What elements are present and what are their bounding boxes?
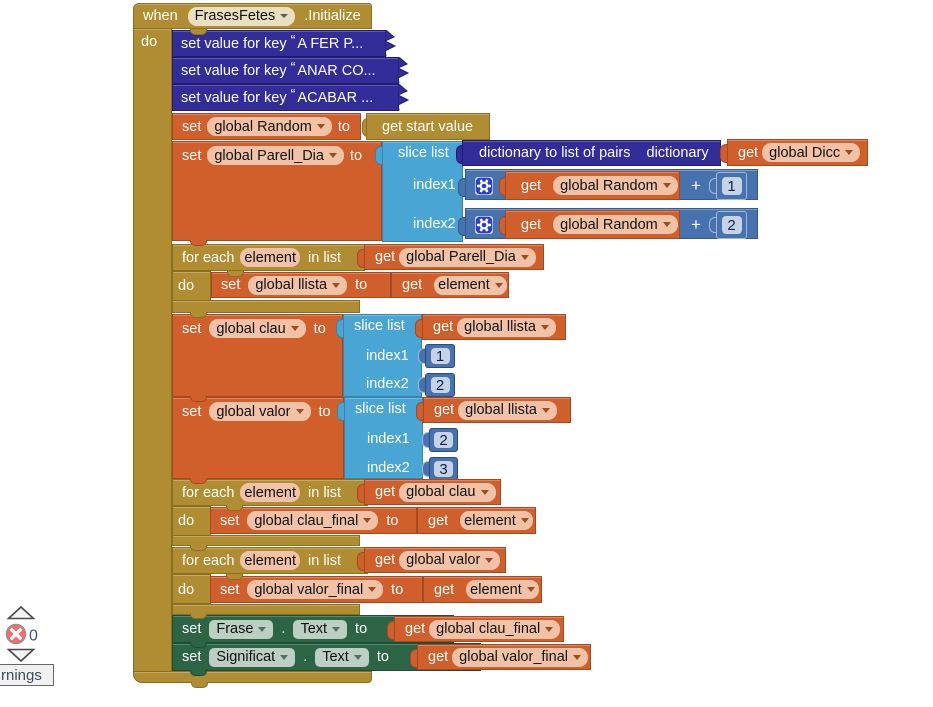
svg-text:0: 0 — [29, 628, 38, 645]
